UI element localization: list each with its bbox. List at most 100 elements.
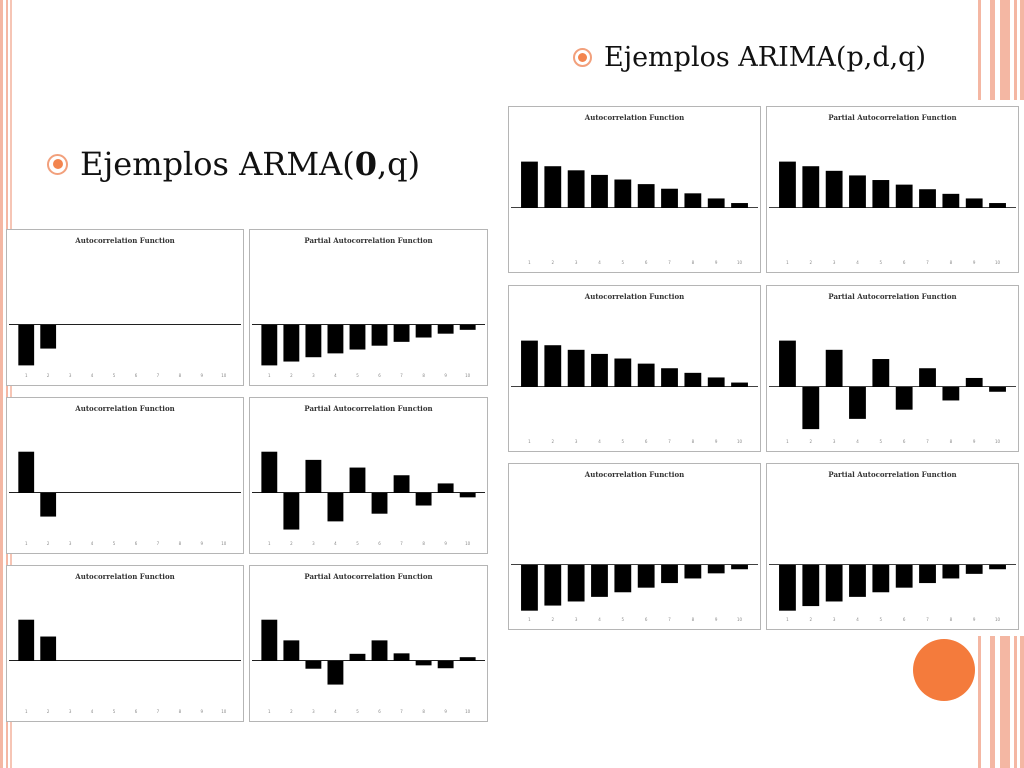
chart-bar xyxy=(40,636,57,661)
chart-bar xyxy=(371,640,388,661)
chart-bar xyxy=(305,459,322,493)
tick-label: 9 xyxy=(715,617,718,622)
chart-bar xyxy=(283,324,300,362)
tick-label: 5 xyxy=(880,439,883,444)
chart-bar xyxy=(544,564,562,606)
tick-label: 3 xyxy=(833,617,836,622)
chart-title: Partial Autocorrelation Function xyxy=(304,572,432,581)
chart-bar xyxy=(261,324,278,366)
tick-label: 8 xyxy=(692,439,695,444)
tick-label: 8 xyxy=(950,260,953,265)
tick-label: 5 xyxy=(880,617,883,622)
tick-label: 6 xyxy=(135,709,138,714)
chart-bar xyxy=(849,386,866,419)
tick-label: 4 xyxy=(334,709,337,714)
tick-label: 1 xyxy=(268,541,271,546)
chart-bar xyxy=(942,193,960,208)
tick-label: 4 xyxy=(598,260,601,265)
chart-bar xyxy=(544,345,562,387)
tick-label: 1 xyxy=(25,709,28,714)
chart-bar xyxy=(895,386,913,410)
chart-bar xyxy=(872,180,890,208)
tick-label: 10 xyxy=(737,260,743,265)
tick-label: 8 xyxy=(179,541,182,546)
tick-label: 3 xyxy=(312,541,315,546)
tick-label: 9 xyxy=(444,373,447,378)
chart-bar xyxy=(40,492,57,517)
chart-bar xyxy=(707,377,725,387)
chart-title: Autocorrelation Function xyxy=(584,292,684,301)
chart-bar xyxy=(18,451,35,493)
chart-title: Partial Autocorrelation Function xyxy=(304,236,432,245)
chart-bar xyxy=(521,564,538,611)
chart-bar xyxy=(437,483,454,493)
chart-bar xyxy=(371,492,388,514)
tick-label: 8 xyxy=(422,709,425,714)
chart-title: Partial Autocorrelation Function xyxy=(828,113,956,122)
right-stripe-top-1 xyxy=(978,0,981,100)
tick-label: 7 xyxy=(926,617,929,622)
heading-arma-bold: 0 xyxy=(354,145,377,183)
chart-bar xyxy=(637,184,655,208)
tick-label: 5 xyxy=(880,260,883,265)
chart-bar xyxy=(707,198,725,208)
chart-bar xyxy=(802,166,820,208)
tick-label: 5 xyxy=(356,541,359,546)
chart-bar xyxy=(849,564,866,597)
tick-label: 2 xyxy=(47,373,50,378)
tick-label: 8 xyxy=(179,373,182,378)
tick-label: 10 xyxy=(221,541,227,546)
chart-bar xyxy=(731,203,748,208)
tick-label: 2 xyxy=(810,260,813,265)
tick-label: 5 xyxy=(113,373,116,378)
heading-arima-text: Ejemplos ARIMA(p,d,q) xyxy=(604,41,926,73)
chart-bar xyxy=(521,161,538,208)
tick-label: 9 xyxy=(444,541,447,546)
chart-bar xyxy=(349,324,366,350)
tick-label: 3 xyxy=(575,439,578,444)
tick-label: 1 xyxy=(25,373,28,378)
tick-label: 7 xyxy=(668,439,671,444)
tick-label: 5 xyxy=(622,260,625,265)
tick-label: 9 xyxy=(201,709,204,714)
tick-label: 3 xyxy=(69,541,72,546)
tick-label: 7 xyxy=(157,709,160,714)
chart-bar xyxy=(707,564,725,574)
tick-label: 3 xyxy=(833,439,836,444)
bullet-circle-icon xyxy=(47,153,68,175)
tick-label: 1 xyxy=(528,617,531,622)
chart-bar xyxy=(684,193,702,208)
tick-label: 3 xyxy=(312,373,315,378)
tick-label: 6 xyxy=(645,439,648,444)
tick-label: 9 xyxy=(201,373,204,378)
chart-bar xyxy=(349,653,366,661)
chart-bar xyxy=(684,372,702,387)
chart-bar xyxy=(825,564,843,602)
tick-label: 5 xyxy=(356,709,359,714)
right-stripe-bottom-3 xyxy=(1000,636,1010,768)
tick-label: 3 xyxy=(575,617,578,622)
chart-bar xyxy=(591,564,608,597)
tick-label: 8 xyxy=(692,260,695,265)
tick-label: 10 xyxy=(465,709,471,714)
chart-bar xyxy=(637,564,655,588)
chart-title: Autocorrelation Function xyxy=(74,572,174,581)
chart-bar xyxy=(661,188,678,208)
chart-bar xyxy=(544,166,562,208)
chart-bar xyxy=(18,619,35,661)
chart-bar xyxy=(591,353,608,387)
tick-label: 1 xyxy=(528,260,531,265)
chart-title: Partial Autocorrelation Function xyxy=(828,292,956,301)
chart-bar xyxy=(989,203,1006,208)
chart-bar xyxy=(521,340,538,387)
chart-bar xyxy=(567,349,585,387)
chart-bar xyxy=(40,324,57,349)
tick-label: 6 xyxy=(645,617,648,622)
